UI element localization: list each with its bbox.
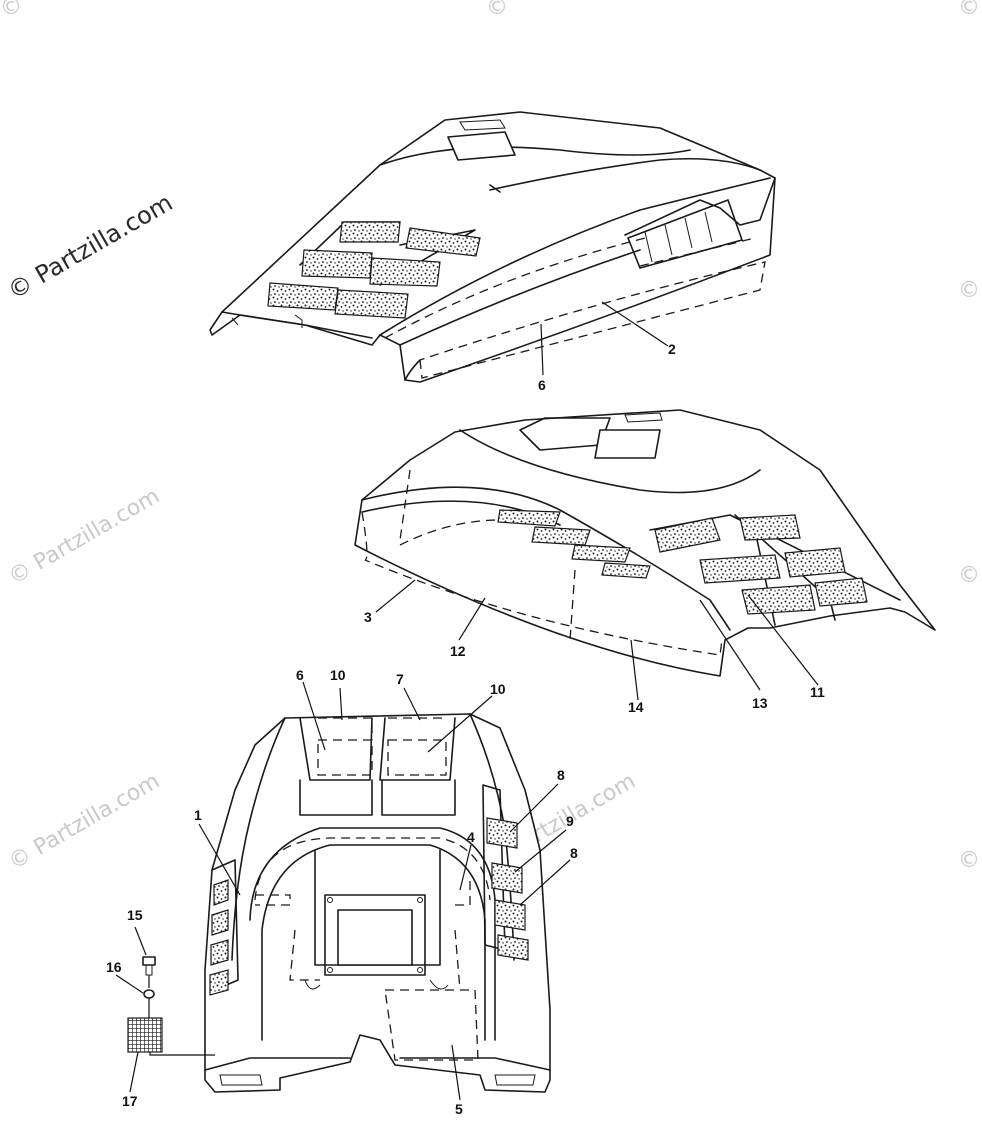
vent-grille (491, 862, 523, 894)
hood-underside-view (204, 713, 551, 1093)
foam-pad (339, 221, 401, 243)
watermark-edge-6: © (0, 0, 22, 20)
callout-12: 12 (450, 643, 466, 659)
callout-11: 11 (810, 684, 825, 700)
leader-lines (115, 301, 819, 1101)
foam-pad (699, 554, 781, 584)
vent-grille (494, 899, 526, 931)
foam-pad (741, 584, 816, 615)
vent-grille (486, 817, 518, 849)
screw (142, 956, 156, 966)
callout-7: 7 (396, 671, 404, 687)
foam-pad (369, 257, 441, 287)
hood-top-view (209, 111, 776, 383)
foam-pad (814, 577, 868, 607)
mesh-filter (127, 1017, 163, 1053)
callout-16: 16 (106, 959, 122, 975)
watermark-edge-3: © (958, 848, 980, 873)
foam-pad (784, 547, 846, 578)
callout-3: 3 (364, 609, 372, 625)
callout-9: 9 (566, 813, 574, 829)
callout-15: 15 (127, 907, 143, 923)
watermark-faint-2: © Partzilla.com (5, 484, 165, 591)
vent-grille (213, 879, 229, 906)
foam-pad (497, 509, 561, 527)
callout-10-left: 10 (330, 667, 346, 683)
foam-pad (654, 517, 721, 553)
watermark-main: © Partzilla.com (3, 188, 177, 305)
washer (143, 989, 155, 999)
vent-grille (209, 969, 229, 996)
callout-14: 14 (628, 699, 644, 715)
hood-middle-view (354, 409, 936, 677)
foam-pad (531, 526, 591, 546)
vent-grille (211, 909, 229, 936)
callout-17: 17 (122, 1093, 138, 1109)
watermark-edge-1: © (958, 278, 980, 303)
callout-8-bottom: 8 (570, 845, 578, 861)
watermark-edge-2: © (958, 563, 980, 588)
callout-13: 13 (752, 695, 768, 711)
callout-6-bottom: 6 (296, 667, 304, 683)
watermark-faint-4: © Partzilla.com (5, 769, 165, 876)
callout-5: 5 (455, 1101, 463, 1117)
vent-grille (497, 934, 529, 961)
callout-6-top: 6 (538, 377, 546, 393)
foam-pad (571, 544, 631, 563)
foam-pad (267, 282, 339, 311)
vent-grille (210, 939, 229, 966)
watermark-edge-5: © (486, 0, 508, 20)
callout-2: 2 (668, 341, 676, 357)
callout-4: 4 (467, 829, 475, 845)
foam-pad (739, 514, 801, 541)
callout-numbers: 2 6 3 12 14 13 11 6 10 7 10 8 9 8 4 1 5 … (106, 341, 825, 1117)
foam-pad (334, 289, 409, 319)
foam-pad (405, 227, 481, 257)
foam-pad (301, 249, 373, 279)
callout-10-right: 10 (490, 681, 506, 697)
hood-underside-body (204, 713, 551, 1093)
loose-hardware (127, 956, 215, 1056)
watermark-edge-4: © (958, 0, 980, 20)
foam-pad (601, 562, 651, 579)
callout-1: 1 (194, 807, 202, 823)
callout-8-top: 8 (557, 767, 565, 783)
